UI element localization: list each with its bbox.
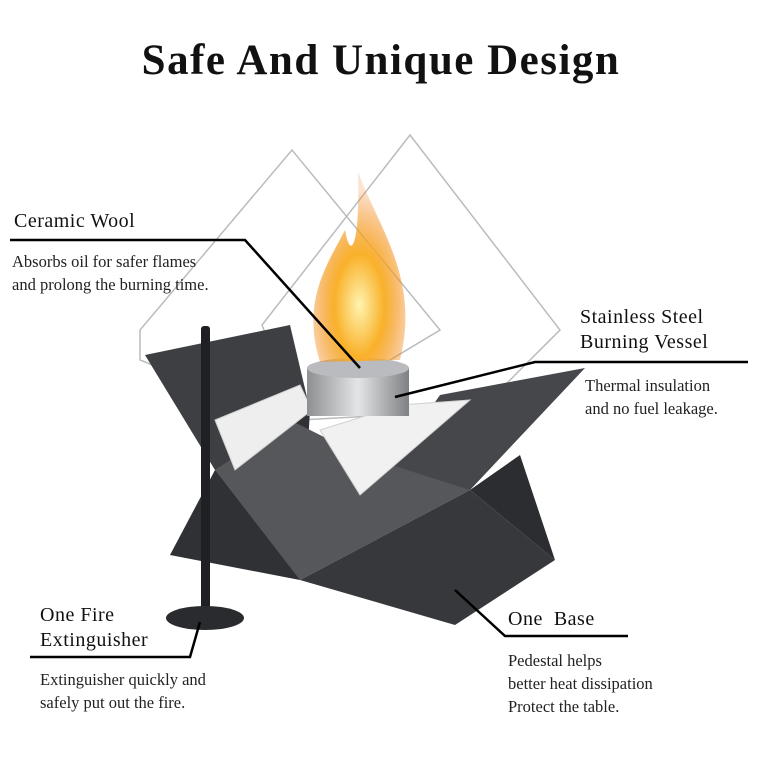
desc-line: Protect the table. [508,697,620,716]
heading-line: Stainless Steel [580,306,704,328]
ceramic-wool-heading: Ceramic Wool [14,210,136,232]
desc-line: and prolong the burning time. [12,275,209,294]
leader-lines [10,238,748,659]
base-right-face [470,455,555,560]
desc-line: better heat dissipation [508,674,653,693]
extinguisher-pole [201,326,210,616]
desc-line: Pedestal helps [508,651,602,670]
base-heading: One Base [508,608,595,630]
extinguisher-heading: One Fire Extinguisher [40,603,148,653]
desc-line: Extinguisher quickly and [40,670,206,689]
base-desc: Pedestal helps better heat dissipation P… [508,649,653,718]
extinguisher-desc: Extinguisher quickly and safely put out … [40,668,206,714]
extinguisher-base [166,606,244,630]
desc-line: Thermal insulation [585,376,711,395]
flame [313,172,406,362]
page-title: Safe And Unique Design [141,37,621,84]
vessel-heading: Stainless Steel Burning Vessel [580,305,708,355]
heading-line: One Fire [40,604,115,626]
base-center [215,420,470,580]
glass-pane-front [261,133,561,421]
vessel-desc: Thermal insulation and no fuel leakage. [585,374,718,420]
desc-line: Absorbs oil for safer flames [12,252,197,271]
heading-line: Extinguisher [40,629,149,651]
heading-line: Burning Vessel [580,331,709,353]
ceramic-wool-desc: Absorbs oil for safer flames and prolong… [12,250,209,296]
desc-line: safely put out the fire. [40,693,186,712]
base-bottom-right [300,490,555,625]
desc-line: and no fuel leakage. [585,399,718,418]
